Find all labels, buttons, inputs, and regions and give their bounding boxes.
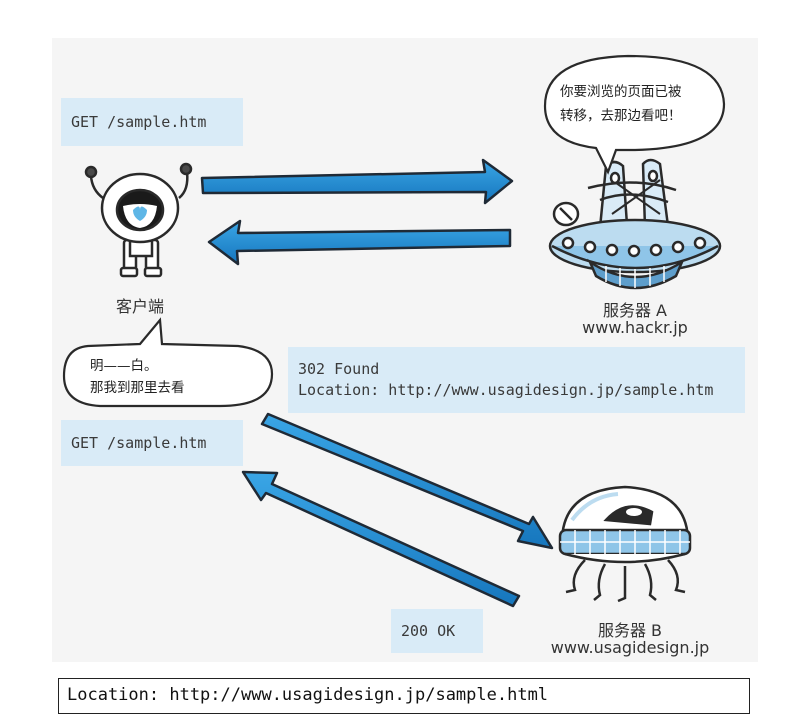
client-robot-illustration <box>84 162 193 278</box>
client-speech-bubble: 明——白。 那我到那里去看 <box>62 317 274 408</box>
response-302-box: 302 Found Location: http://www.usagidesi… <box>288 347 745 413</box>
server-a-illustration <box>548 158 722 290</box>
request-1-text: GET /sample.htm <box>71 112 207 131</box>
server-a-speech-line-1: 你要浏览的页面已被 <box>560 84 682 100</box>
response-302-location: Location: http://www.usagidesign.jp/samp… <box>298 381 714 399</box>
client-speech-line-1: 明——白。 <box>90 358 158 374</box>
client-speech-line-2: 那我到那里去看 <box>90 380 185 396</box>
arrow-request-to-server-a <box>200 158 514 205</box>
request-2-box: GET /sample.htm <box>61 420 243 466</box>
request-1-box: GET /sample.htm <box>61 98 243 146</box>
arrow-response-200 <box>241 470 521 608</box>
server-b-label: 服务器 B <box>597 621 663 640</box>
client-label: 客户端 <box>115 297 164 316</box>
server-a-speech-line-2: 转移，去那边看吧！ <box>560 108 682 124</box>
arrow-request-to-server-b <box>260 412 554 550</box>
request-2-text: GET /sample.htm <box>71 433 207 452</box>
response-200-box: 200 OK <box>391 609 483 653</box>
response-200-text: 200 OK <box>401 621 456 640</box>
server-b-host: www.usagidesign.jp <box>550 638 710 657</box>
server-a-label: 服务器 A <box>602 301 668 320</box>
server-a-host: www.hackr.jp <box>582 318 688 337</box>
server-b-illustration <box>558 485 692 603</box>
arrow-response-302 <box>207 219 512 266</box>
server-a-speech-bubble: 你要浏览的页面已被 转移，去那边看吧！ <box>543 54 726 175</box>
location-caption: Location: http://www.usagidesign.jp/samp… <box>58 678 750 714</box>
response-302-status: 302 Found <box>298 360 380 378</box>
